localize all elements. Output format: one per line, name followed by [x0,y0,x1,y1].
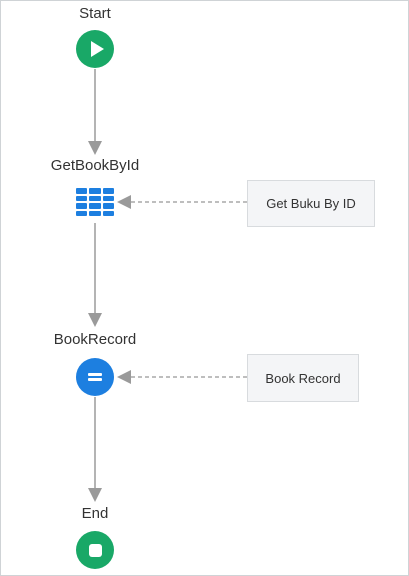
stop-icon [88,543,102,557]
arrowhead-end [88,488,102,502]
table-grid-icon [76,188,88,194]
arrowhead-getbookbyid [88,141,102,155]
equals-icon [88,371,102,383]
assign-node[interactable] [76,358,114,396]
bookrecord-label: BookRecord [53,331,137,348]
getbookbyid-label: GetBookById [50,157,140,174]
comment-arrow-book-record [117,370,131,384]
start-label: Start [79,5,111,22]
start-node[interactable] [76,30,114,68]
arrowhead-bookrecord [88,313,102,327]
aggregate-node[interactable] [76,188,114,216]
comment-get-buku-by-id[interactable]: Get Buku By ID [247,180,375,227]
comment-arrow-get-buku [117,195,131,209]
comment-book-record[interactable]: Book Record [247,354,359,402]
play-icon [90,41,104,57]
end-label: End [81,505,109,522]
end-node[interactable] [76,531,114,569]
